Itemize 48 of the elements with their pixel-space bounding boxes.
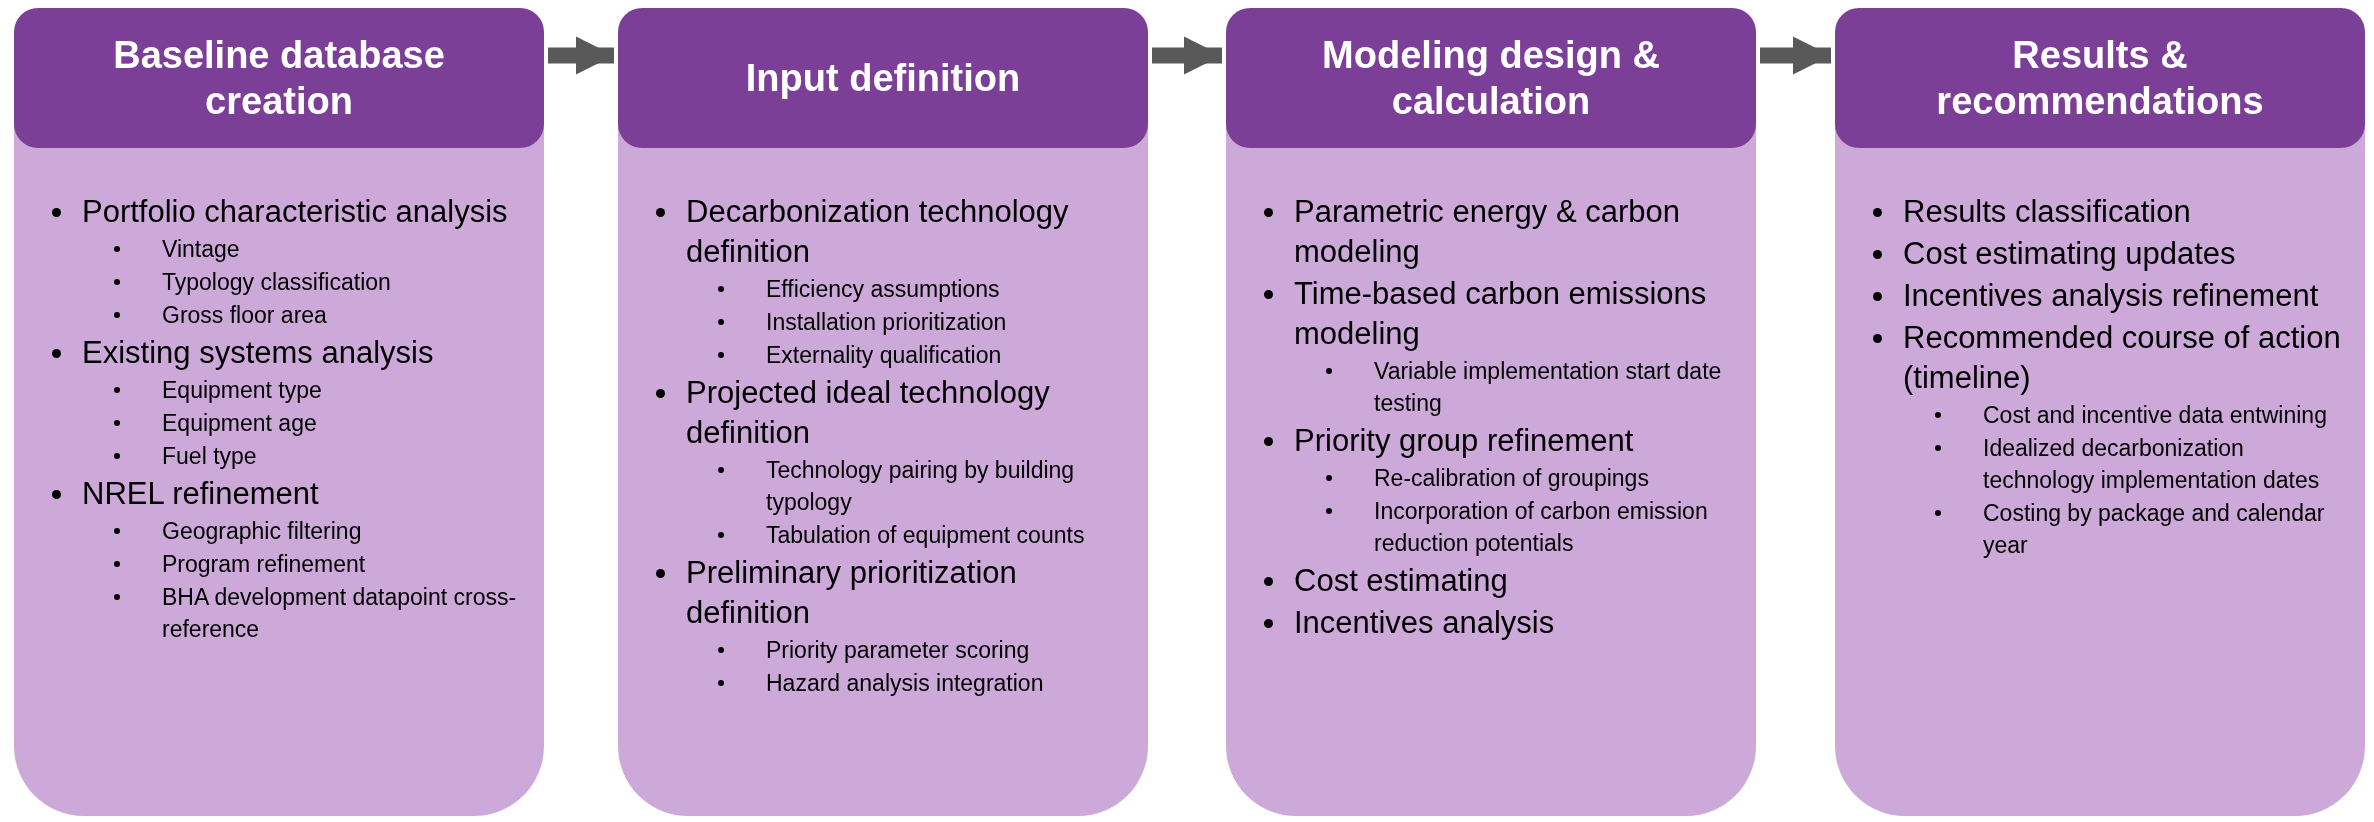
list-item: Portfolio characteristic analysis [82, 194, 508, 229]
list-item: NREL refinement [82, 476, 319, 511]
stage-header [1226, 8, 1756, 148]
sub-item: Externality qualification [766, 342, 1002, 368]
stage-header [1835, 8, 2365, 148]
sub-item: BHA development datapoint cross-reference [162, 584, 517, 642]
list-item: Time-based carbon emissions modeling [1294, 276, 1707, 351]
sub-item: Installation prioritization [766, 309, 1007, 335]
sub-item: Costing by package and calendar year [1983, 500, 2325, 558]
stage-title: Results & recommendations [1935, 33, 2265, 124]
sub-item: Vintage [162, 236, 240, 262]
list-item: Projected ideal technology definition [686, 375, 1050, 450]
sub-item: Typology classification [162, 269, 391, 295]
sub-item: Tabulation of equipment counts [766, 522, 1085, 548]
list-item: Preliminary prioritization definition [686, 555, 1017, 630]
stage-title: Baseline database creation [112, 33, 446, 124]
list-item: Recommended course of action (timeline) [1903, 320, 2341, 395]
sub-item: Geographic filtering [162, 518, 362, 544]
sub-item: Hazard analysis integration [766, 670, 1044, 696]
arrow [1152, 36, 1222, 75]
sub-item: Equipment age [162, 410, 317, 436]
sub-item: Variable implementation start date testing [1374, 358, 1722, 416]
stage-header [618, 8, 1148, 148]
list-item: Parametric energy & carbon modeling [1294, 194, 1680, 269]
sub-item: Gross floor area [162, 302, 327, 328]
sub-item: Technology pairing by building typology [766, 457, 1075, 515]
sub-item: Priority parameter scoring [766, 637, 1030, 663]
sub-item: Program refinement [162, 551, 366, 577]
sub-item: Fuel type [162, 443, 257, 469]
list-item: Incentives analysis refinement [1903, 278, 2319, 313]
stage-title: Modeling design & calculation [1321, 33, 1661, 124]
list-item: Cost estimating updates [1903, 236, 2236, 271]
arrow [1760, 36, 1831, 75]
stage-title: Input definition [745, 56, 1021, 101]
arrow [548, 36, 614, 75]
stage-header [14, 8, 544, 148]
list-item: Decarbonization technology definition [686, 194, 1069, 269]
list-item: Incentives analysis [1294, 605, 1555, 640]
sub-item: Cost and incentive data entwining [1983, 402, 2327, 428]
sub-item: Re-calibration of groupings [1374, 465, 1649, 491]
sub-item: Incorporation of carbon emission reduction potentials [1374, 498, 1708, 556]
sub-item: Equipment type [162, 377, 322, 403]
list-item: Cost estimating [1294, 563, 1508, 598]
sub-item: Efficiency assumptions [766, 276, 1000, 302]
list-item: Results classification [1903, 194, 2191, 229]
list-item: Existing systems analysis [82, 335, 434, 370]
sub-item: Idealized decarbonization technology implementation dates [1983, 435, 2320, 493]
list-item: Priority group refinement [1294, 423, 1634, 458]
